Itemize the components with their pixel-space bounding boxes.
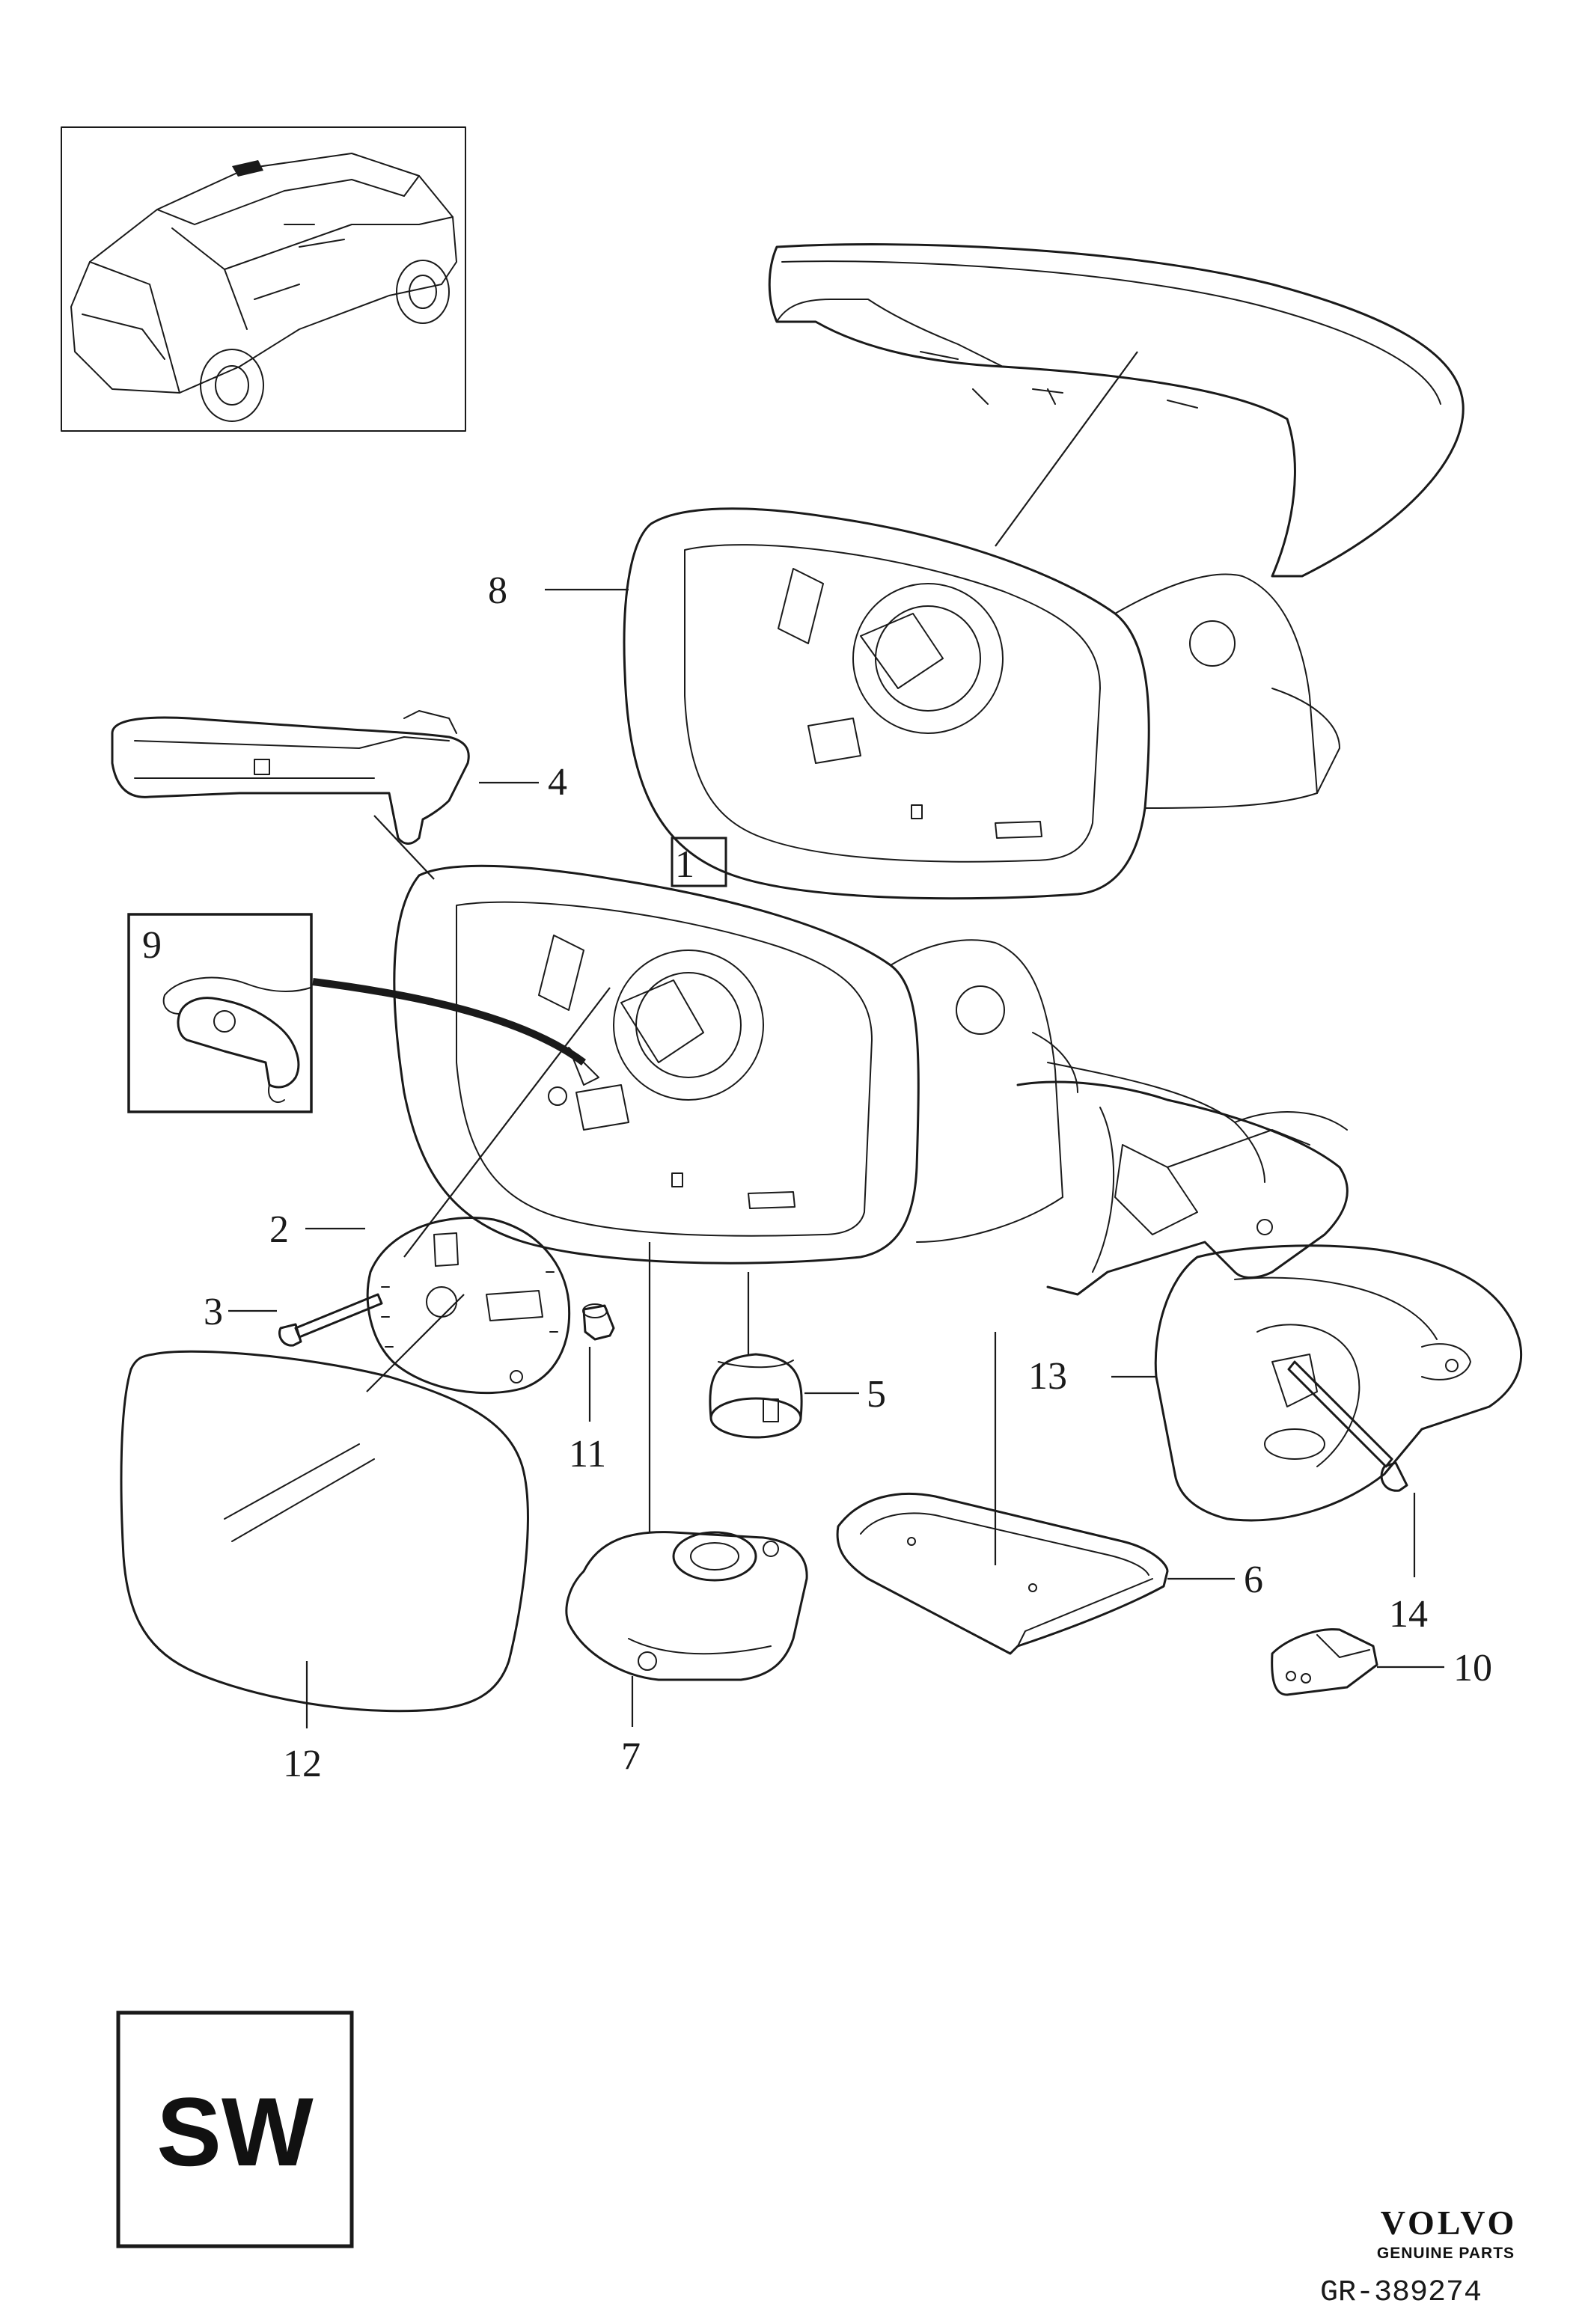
harness-cable [312, 978, 586, 1066]
mirror-glass [120, 1350, 529, 1713]
callout-3: 3 [204, 1291, 223, 1333]
base-cover-plate [836, 1492, 1169, 1655]
screw-14 [1287, 1360, 1408, 1492]
adjustment-motor [366, 1217, 571, 1395]
callout-14: 14 [1389, 1593, 1428, 1636]
callout-8: 8 [488, 569, 507, 612]
complete-mirror-assembly [393, 864, 1348, 1265]
market-code: SW [156, 2077, 314, 2186]
callout-2: 2 [269, 1208, 289, 1251]
market-code-box [116, 2010, 354, 2248]
vehicle-locator-thumbnail [61, 126, 466, 432]
assembly-callout-box [671, 837, 727, 887]
callout-7: 7 [621, 1735, 641, 1778]
drawing-number: GR-389274 [1320, 2276, 1482, 2310]
lamp-socket [709, 1353, 803, 1439]
turn-signal-lamp [111, 710, 470, 845]
screw-3 [278, 1293, 383, 1347]
mirror-cover [768, 243, 1465, 578]
callout-6: 6 [1244, 1559, 1263, 1601]
callout-9: 9 [142, 924, 162, 967]
electrical-connector [1271, 1628, 1378, 1696]
brand-logo: VOLVO [1381, 2204, 1518, 2242]
mirror-housing-frame [623, 507, 1340, 900]
lower-cover [1154, 1244, 1523, 1522]
callout-11: 11 [569, 1433, 606, 1476]
mirror-base-bracket [1016, 1080, 1349, 1296]
detail-box-9 [127, 913, 313, 1113]
callout-12: 12 [283, 1743, 322, 1785]
callout-13: 13 [1028, 1355, 1067, 1398]
wiring-harness-detail [162, 976, 311, 1104]
callout-1: 1 [675, 843, 694, 886]
small-plug [582, 1303, 615, 1341]
callout-5: 5 [867, 1373, 886, 1416]
callout-4: 4 [548, 761, 567, 804]
brand-tagline: GENUINE PARTS [1377, 2245, 1515, 2262]
callout-10: 10 [1453, 1647, 1492, 1690]
camera-module [565, 1531, 808, 1681]
cable-arrow [568, 1047, 599, 1086]
